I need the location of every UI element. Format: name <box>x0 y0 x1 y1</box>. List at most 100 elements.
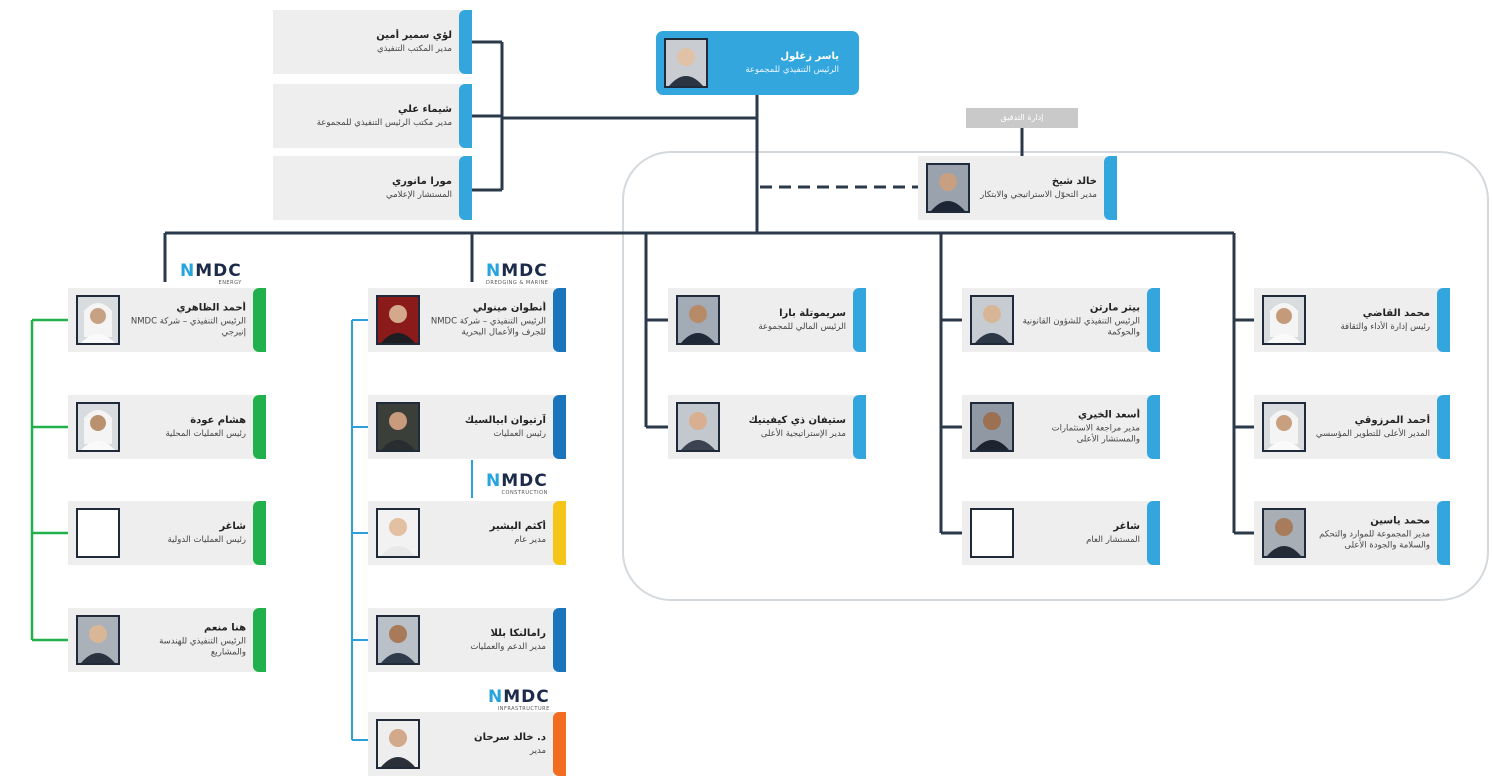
person-title: مدير <box>529 746 546 756</box>
logo-subtitle: INFRASTRUCTURE <box>497 706 550 712</box>
construction-card-gm[interactable]: أكثم البشير مدير عام <box>368 501 566 565</box>
person-icon <box>666 40 706 86</box>
person-photo <box>376 508 420 558</box>
ceo-card[interactable]: ياسر زغلول الرئيس التنفيذي للمجموعة <box>656 31 859 95</box>
person-photo <box>676 295 720 345</box>
person-name: أحمد الظاهري <box>176 302 246 314</box>
person-photo <box>376 615 420 665</box>
person-title: المدير الأعلى للتطوير المؤسسي <box>1315 429 1430 439</box>
person-icon <box>1264 510 1304 556</box>
staff-name: شيماء علي <box>398 104 452 115</box>
nmdc-energy-logo: NMDC ENERGY <box>180 262 242 286</box>
logo-subtitle: CONSTRUCTION <box>501 490 548 496</box>
person-photo <box>76 295 120 345</box>
infra-card-director[interactable]: د. خالد سرحان مدير <box>368 712 566 776</box>
energy-card-intl-ops[interactable]: شاغر رئيس العمليات الدولية <box>68 501 266 565</box>
person-photo <box>376 402 420 452</box>
person-photo <box>970 402 1014 452</box>
dredging-card-ceo[interactable]: أنطوان مينولي الرئيس التنفيذي – شركة NMDC… <box>368 288 566 352</box>
person-name: شاغر <box>219 521 246 532</box>
person-icon <box>378 510 418 556</box>
ceo-name: ياسر زغلول <box>780 51 839 62</box>
person-icon <box>78 617 118 663</box>
ceo-title: الرئيس التنفيذي للمجموعة <box>745 65 839 75</box>
strategy-card[interactable]: خالد شيخ مدير التحوّل الاستراتيجي والابتك… <box>918 156 1117 220</box>
staff-title: مدير المكتب التنفيذي <box>376 44 452 54</box>
person-name: هنا منعم <box>203 622 246 634</box>
energy-card-ceo[interactable]: أحمد الظاهري الرئيس التنفيذي – شركة NMDC … <box>68 288 266 352</box>
group-frame <box>622 151 1489 601</box>
person-title: مدير المجموعة للموارد والتحكم والسلامة و… <box>1319 529 1430 551</box>
person-title: رئيس العمليات الدولية <box>167 535 246 545</box>
audit-tag: إدارة التدقيق <box>966 108 1078 128</box>
person-title: المستشار العام <box>1086 535 1140 545</box>
person-name: سريموتلة بارا <box>779 308 846 319</box>
person-title: الرئيس التنفيذي – شركة NMDC للجرف والأعم… <box>430 316 546 338</box>
person-photo <box>76 615 120 665</box>
person-title: الرئيس التنفيذي – شركة NMDC إنيرجي <box>130 316 246 338</box>
staff-name: مورا مانوري <box>391 176 452 187</box>
person-name: أسعد الخيري <box>1077 409 1140 421</box>
person-name: بيتر مارتن <box>1089 302 1140 314</box>
person-title: الرئيس التنفيذي للشؤون القانونية والحوكم… <box>1022 316 1140 338</box>
logo-text: NMDC <box>180 261 242 281</box>
staff-card-ceo-office[interactable]: شيماء علي مدير مكتب الرئيس التنفيذي للمجم… <box>273 84 472 148</box>
dredging-card-ops[interactable]: آرتيوان ابيالسيك رئيس العمليات <box>368 395 566 459</box>
ceo-photo <box>664 38 708 88</box>
person-icon <box>1264 297 1304 343</box>
logo-text: NMDC <box>488 687 550 707</box>
person-name: أكثم البشير <box>489 521 546 532</box>
person-title: رئيس العمليات المحلية <box>165 429 246 439</box>
nmdc-dredging-logo: NMDC DREDGING & MARINE <box>486 262 548 286</box>
person-icon <box>78 297 118 343</box>
person-icon <box>378 297 418 343</box>
group-card-legal[interactable]: بيتر مارتن الرئيس التنفيذي للشؤون القانون… <box>962 288 1160 352</box>
person-title: مدير التحوّل الاستراتيجي والابتكار <box>980 190 1097 200</box>
vacant-photo <box>970 508 1014 558</box>
person-name: د. خالد سرحان <box>474 732 546 743</box>
person-name: خالد شيخ <box>1051 176 1097 187</box>
logo-subtitle: DREDGING & MARINE <box>486 280 549 286</box>
person-photo <box>926 163 970 213</box>
person-icon <box>1264 404 1304 450</box>
staff-card-media-advisor[interactable]: مورا مانوري المستشار الإعلامي <box>273 156 472 220</box>
person-photo <box>376 719 420 769</box>
logo-subtitle: ENERGY <box>218 280 242 286</box>
person-title: مدير الإستراتيجية الأعلى <box>760 429 846 439</box>
staff-title: مدير مكتب الرئيس التنفيذي للمجموعة <box>316 118 452 128</box>
person-icon <box>928 165 968 211</box>
person-icon <box>78 404 118 450</box>
staff-card-office-director[interactable]: لؤي سمير أمين مدير المكتب التنفيذي <box>273 10 472 74</box>
staff-title: المستشار الإعلامي <box>386 190 452 200</box>
person-title: رئيس العمليات <box>493 429 546 439</box>
person-photo <box>1262 295 1306 345</box>
person-name: أنطوان مينولي <box>472 302 546 314</box>
person-title: الرئيس التنفيذي للهندسة والمشاريع <box>159 636 246 658</box>
logo-text: NMDC <box>486 261 548 281</box>
person-icon <box>378 617 418 663</box>
person-name: محمد القاضي <box>1362 308 1430 319</box>
person-icon <box>678 297 718 343</box>
person-name: آرتيوان ابيالسيك <box>464 415 546 426</box>
person-icon <box>972 297 1012 343</box>
person-photo <box>1262 508 1306 558</box>
staff-name: لؤي سمير أمين <box>376 30 452 41</box>
energy-card-local-ops[interactable]: هشام عودة رئيس العمليات المحلية <box>68 395 266 459</box>
nmdc-infra-logo: NMDC INFRASTRUCTURE <box>488 688 550 712</box>
person-photo <box>376 295 420 345</box>
person-title: مدير عام <box>514 535 546 545</box>
person-name: هشام عودة <box>190 415 246 426</box>
person-icon <box>972 404 1012 450</box>
energy-card-engineering[interactable]: هنا منعم الرئيس التنفيذي للهندسة والمشاري… <box>68 608 266 672</box>
vacant-photo <box>76 508 120 558</box>
person-icon <box>378 404 418 450</box>
